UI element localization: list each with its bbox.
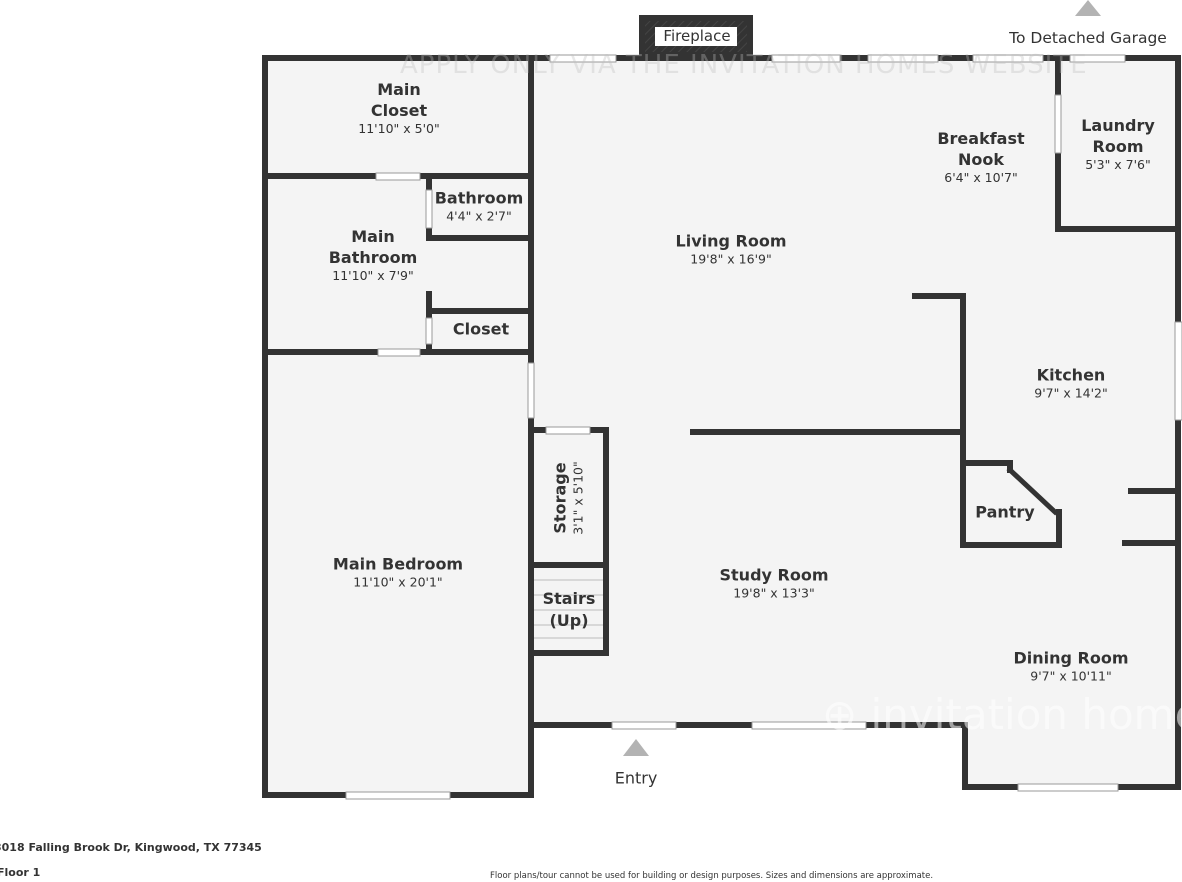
room-name: Bathroom: [434, 188, 524, 208]
room-pantry: Pantry: [975, 502, 1035, 522]
room-dimensions: 5'3" x 7'6": [1085, 157, 1151, 172]
room-dimensions: 19'8" x 16'9": [690, 251, 772, 267]
fireplace-label: Fireplace: [663, 27, 731, 45]
windows: [345, 54, 1182, 800]
room-dimensions: 4'4" x 2'7": [446, 208, 512, 224]
room-name: Laundry Room: [1081, 116, 1155, 156]
room-breakfast-nook: Breakfast Nook 6'4" x 10'7": [937, 128, 1024, 186]
room-dimensions: 3'1" x 5'10": [570, 461, 586, 535]
room-dimensions: 11'10" x 5'0": [358, 121, 440, 136]
room-main-closet: Main Closet 11'10" x 5'0": [358, 79, 439, 137]
disclaimer-text: Floor plans/tour cannot be used for buil…: [490, 871, 934, 881]
garage-arrow-icon: [1075, 0, 1101, 16]
room-name: Main Bedroom: [332, 554, 464, 574]
room-name: Living Room: [675, 231, 787, 251]
room-main-bathroom: Main Bathroom 11'10" x 7'9": [329, 226, 418, 284]
garage-label: To Detached Garage: [1009, 29, 1167, 47]
room-name: Main Bathroom: [328, 227, 418, 267]
entry-arrow-icon: [623, 739, 649, 756]
room-name: Storage: [550, 462, 570, 534]
room-name: Study Room: [719, 565, 829, 585]
room-kitchen: Kitchen 9'7" x 14'2": [1034, 365, 1107, 402]
room-name: Dining Room: [1013, 648, 1129, 668]
room-dimensions: 9'7" x 10'11": [1030, 668, 1112, 684]
floor-fill: [265, 58, 1178, 795]
address-text: 3018 Falling Brook Dr, Kingwood, TX 7734…: [0, 841, 262, 854]
room-name: Breakfast Nook: [937, 129, 1025, 169]
room-dimensions: 9'7" x 14'2": [1034, 385, 1108, 401]
entry-label: Entry: [614, 768, 658, 788]
floor-text: Floor 1: [0, 866, 41, 879]
room-storage: Storage 3'1" x 5'10": [550, 461, 587, 534]
room-name: Kitchen: [1036, 365, 1106, 385]
room-dimensions: 11'10" x 7'9": [332, 268, 414, 283]
room-dining-room: Dining Room 9'7" x 10'11": [1013, 648, 1128, 685]
stair-treads: [534, 579, 603, 639]
room-main-bedroom: Main Bedroom 11'10" x 20'1": [333, 554, 463, 591]
room-name: Stairs (Up): [542, 589, 596, 630]
room-living-room: Living Room 19'8" x 16'9": [676, 231, 787, 268]
room-closet: Closet: [452, 319, 510, 339]
room-dimensions: 6'4" x 10'7": [944, 170, 1018, 185]
fireplace: [639, 15, 753, 58]
room-bathroom: Bathroom 4'4" x 2'7": [435, 188, 524, 225]
room-stairs: Stairs (Up): [543, 588, 596, 632]
room-dimensions: 11'10" x 20'1": [353, 574, 443, 590]
room-name: Main Closet: [370, 80, 428, 120]
room-study-room: Study Room 19'8" x 13'3": [720, 565, 829, 602]
room-laundry-room: Laundry Room 5'3" x 7'6": [1081, 115, 1155, 173]
room-dimensions: 19'8" x 13'3": [733, 585, 815, 601]
